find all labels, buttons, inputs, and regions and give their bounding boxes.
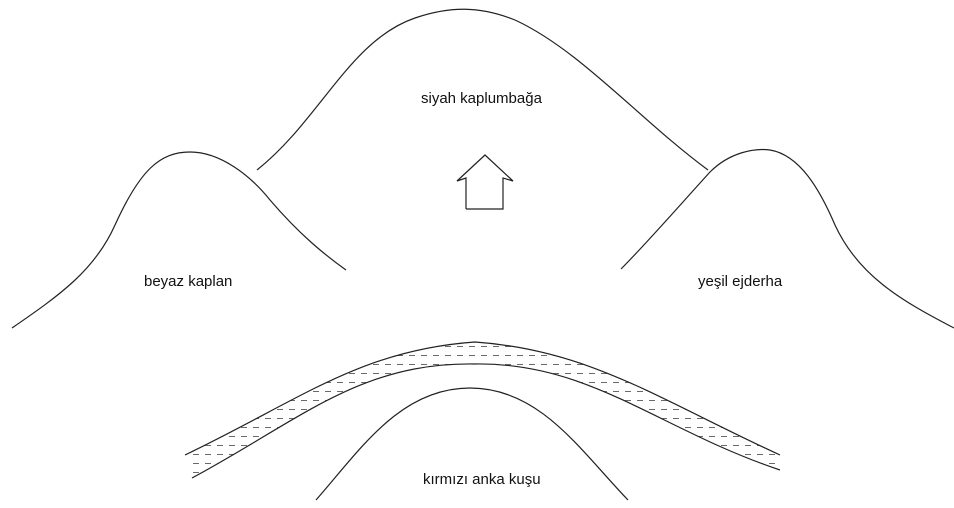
label-black-tortoise: siyah kaplumbağa [421, 90, 542, 107]
label-red-phoenix: kırmızı anka kuşu [423, 471, 541, 488]
east-mountain [620, 148, 954, 329]
river-outer-edge [184, 341, 781, 456]
north-mountain [256, 8, 709, 171]
river-band [185, 342, 780, 478]
west-mountain [11, 151, 347, 329]
south-hill [315, 387, 629, 501]
label-green-dragon: yeşil ejderha [698, 273, 783, 290]
house-icon [456, 154, 514, 210]
river-inner-edge [191, 363, 781, 479]
label-white-tiger: beyaz kaplan [144, 273, 233, 290]
